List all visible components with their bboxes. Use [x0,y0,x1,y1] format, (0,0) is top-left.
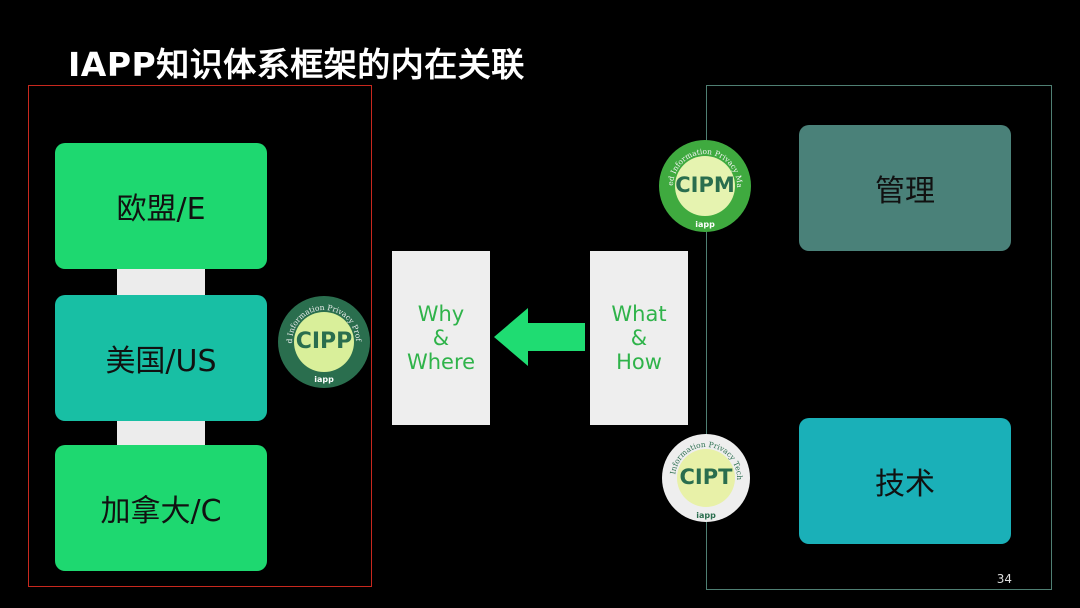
ampersand-text: & [630,326,648,350]
box-canada-label: 加拿大/C [100,494,222,529]
domain-frame [706,85,1052,590]
box-technology: 技术 [799,418,1011,544]
connector-us-ca [117,420,205,446]
box-management-label: 管理 [875,174,935,209]
what-text: What [611,302,667,326]
how-text: How [616,350,662,374]
box-canada: 加拿大/C [55,445,267,571]
left-arrow-icon [494,308,585,366]
box-management: 管理 [799,125,1011,251]
why-where-box: Why & Where [392,251,490,425]
cipm-brand: iapp [695,220,715,229]
cipt-acronym: CIPT [680,465,734,489]
page-title: IAPP知识体系框架的内在关联 [68,45,525,84]
connector-eu-us [117,268,205,296]
jurisdiction-frame [28,85,372,587]
box-us: 美国/US [55,295,267,421]
cipm-badge-icon: Certified Information Privacy Manager CI… [657,138,751,232]
where-text: Where [406,350,476,374]
box-eu: 欧盟/E [55,143,267,269]
box-technology-label: 技术 [875,467,935,502]
page-number: 34 [996,572,1012,586]
cipp-acronym: CIPP [296,329,353,354]
ampersand-text: & [432,326,450,350]
cipt-brand: iapp [696,511,716,520]
cipt-badge-icon: Certified Information Privacy Technologi… [660,432,750,522]
cipp-badge-icon: Certified Information Privacy Profession… [275,294,370,388]
box-us-label: 美国/US [105,344,217,379]
what-how-box: What & How [590,251,688,425]
why-text: Why [417,302,465,326]
cipm-acronym: CIPM [675,173,735,197]
box-eu-label: 欧盟/E [116,192,206,227]
cipp-brand: iapp [314,375,334,384]
